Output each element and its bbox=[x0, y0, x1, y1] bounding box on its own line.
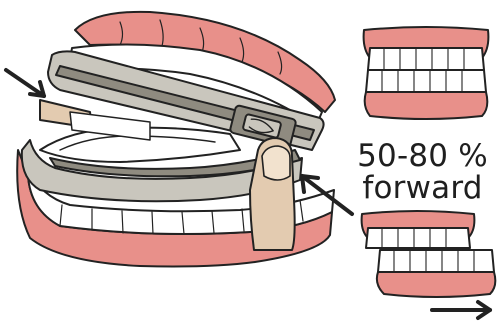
caption-percentage: 50-80 % bbox=[350, 140, 495, 173]
caption-direction: forward bbox=[350, 172, 495, 205]
jaws-forward bbox=[362, 211, 496, 297]
jaws-aligned bbox=[364, 27, 489, 119]
